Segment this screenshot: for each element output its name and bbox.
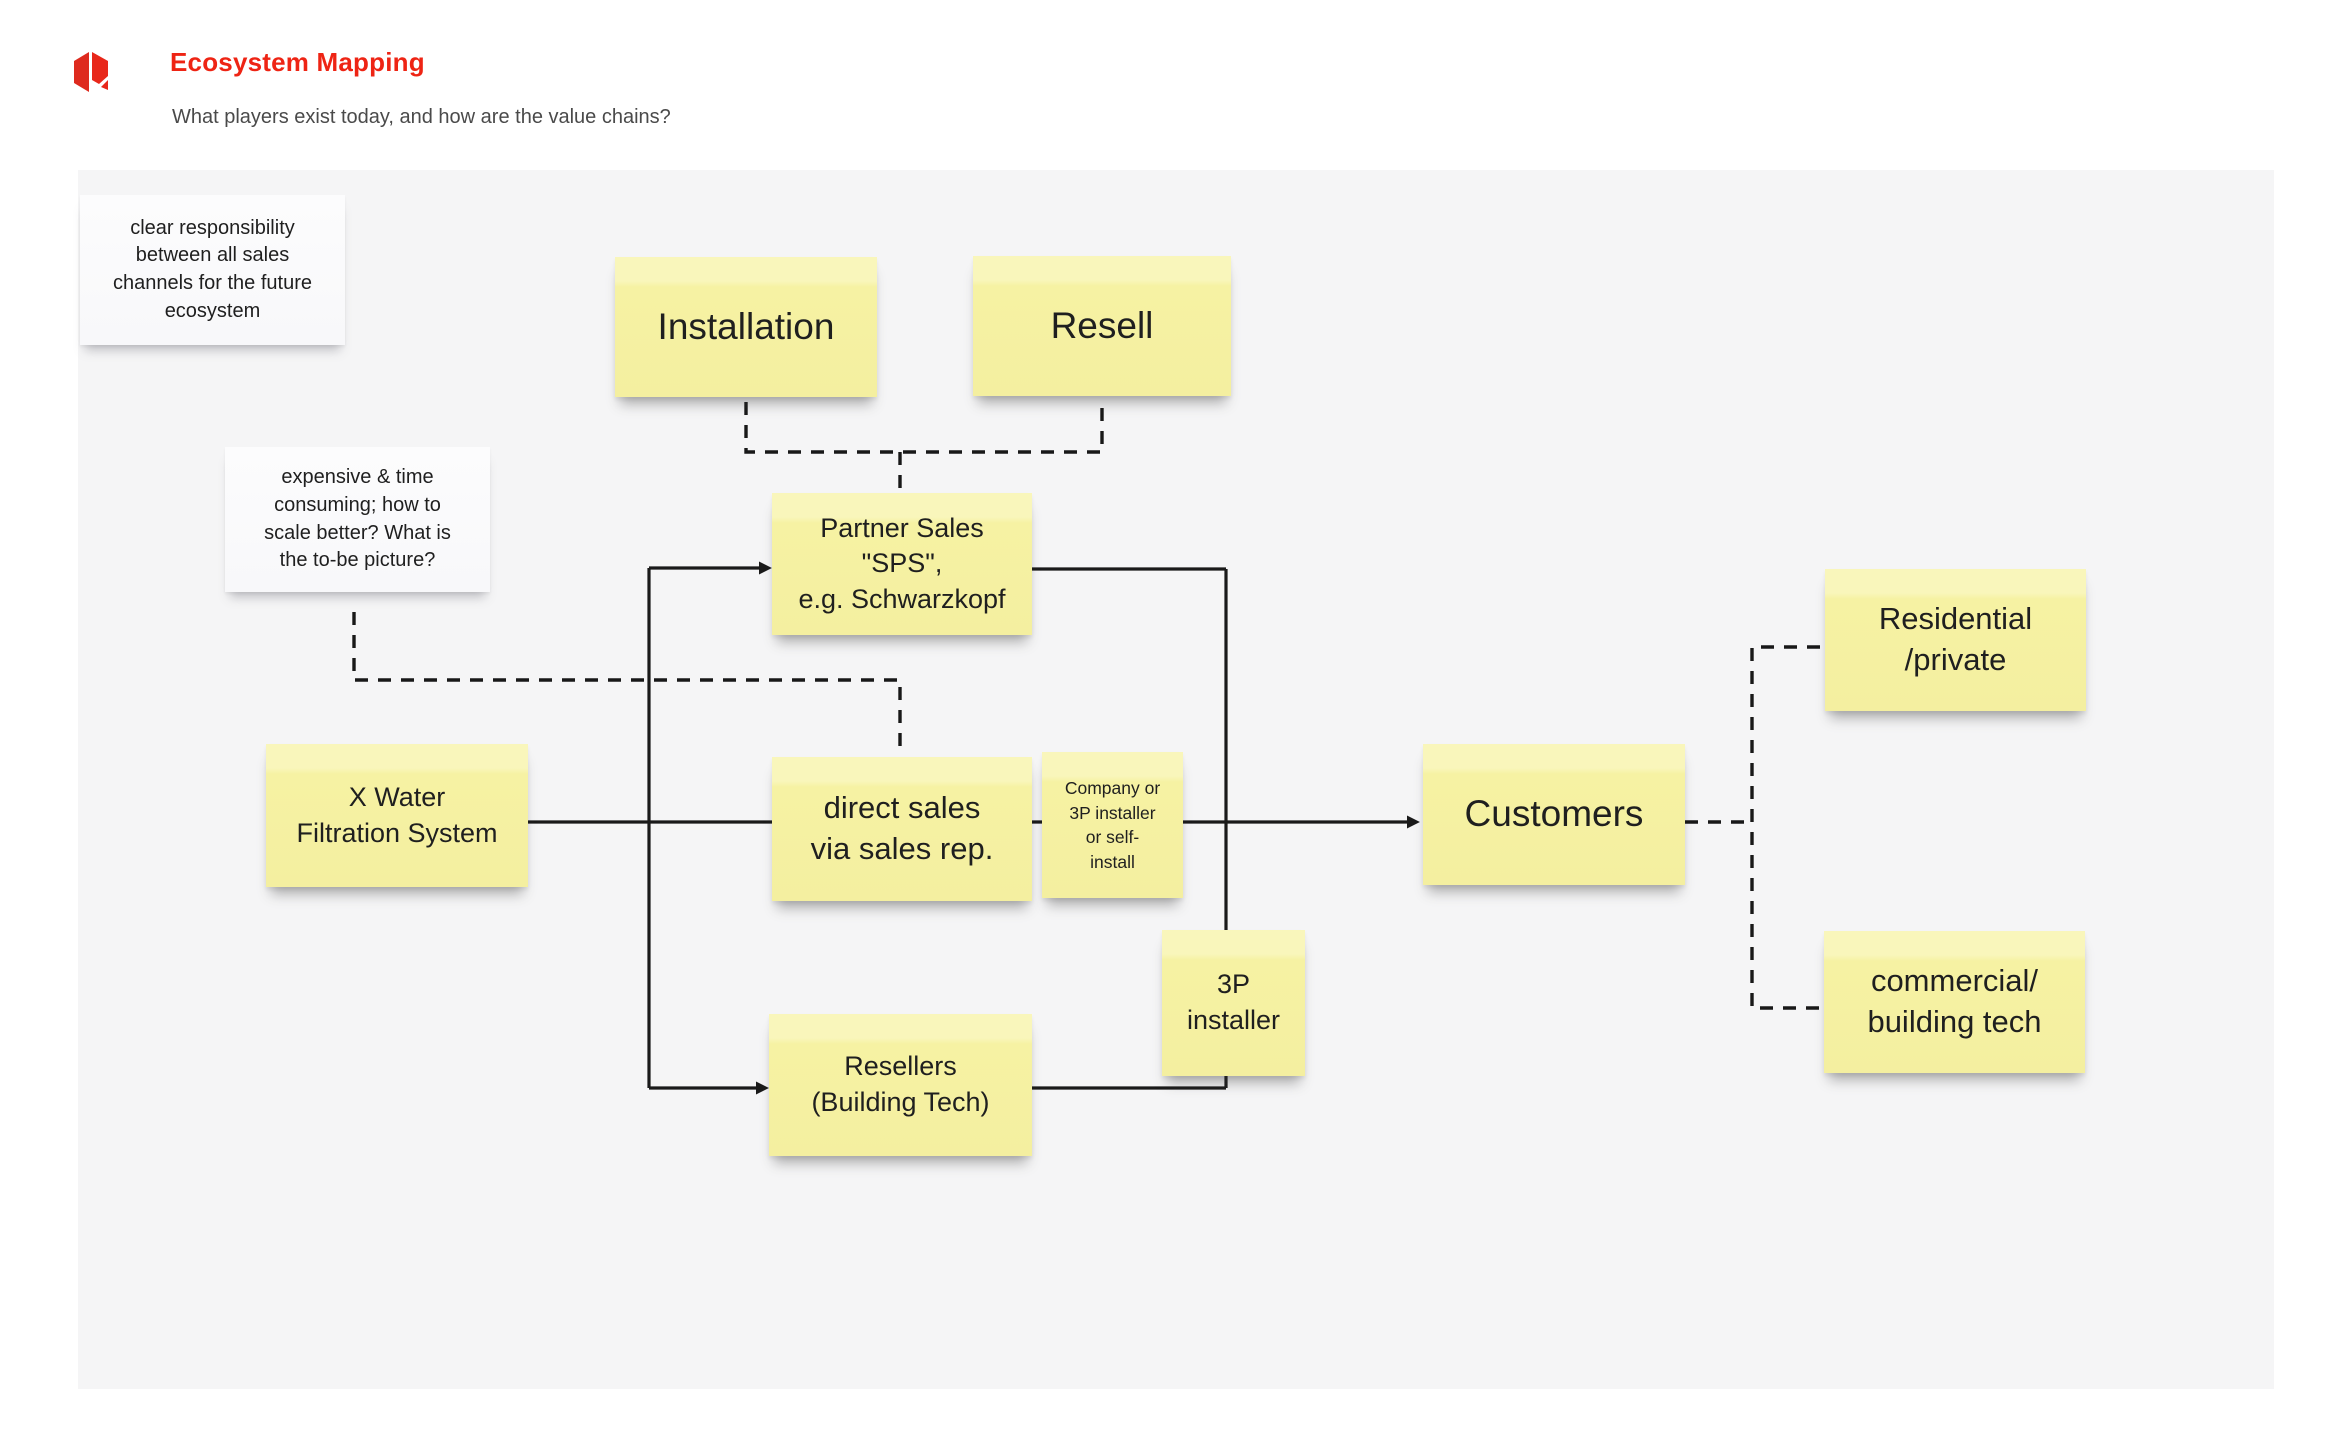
sticky-note-partner-sales[interactable]: Partner Sales "SPS", e.g. Schwarzkopf bbox=[772, 493, 1032, 635]
page-title: Ecosystem Mapping bbox=[170, 47, 425, 77]
sticky-note-clear-responsibility[interactable]: clear responsibility between all sales c… bbox=[80, 195, 345, 345]
brand-logo-icon bbox=[74, 52, 108, 92]
sticky-note-expensive-time[interactable]: expensive & time consuming; how to scale… bbox=[225, 447, 490, 592]
sticky-note-commercial[interactable]: commercial/ building tech bbox=[1824, 931, 2085, 1073]
page-subtitle: What players exist today, and how are th… bbox=[172, 106, 671, 128]
sticky-note-direct-sales[interactable]: direct sales via sales rep. bbox=[772, 757, 1032, 901]
sticky-note-residential[interactable]: Residential /private bbox=[1825, 569, 2086, 711]
sticky-note-x-water[interactable]: X Water Filtration System bbox=[266, 744, 528, 887]
sticky-note-company-installer[interactable]: Company or 3P installer or self- install bbox=[1042, 752, 1183, 898]
page-header: Ecosystem Mapping What players exist tod… bbox=[0, 0, 2351, 170]
sticky-note-resellers[interactable]: Resellers (Building Tech) bbox=[769, 1014, 1032, 1156]
sticky-note-resell[interactable]: Resell bbox=[973, 256, 1231, 396]
sticky-note-3p-installer[interactable]: 3P installer bbox=[1162, 930, 1305, 1076]
sticky-note-installation[interactable]: Installation bbox=[615, 257, 877, 397]
sticky-note-customers[interactable]: Customers bbox=[1423, 744, 1685, 885]
